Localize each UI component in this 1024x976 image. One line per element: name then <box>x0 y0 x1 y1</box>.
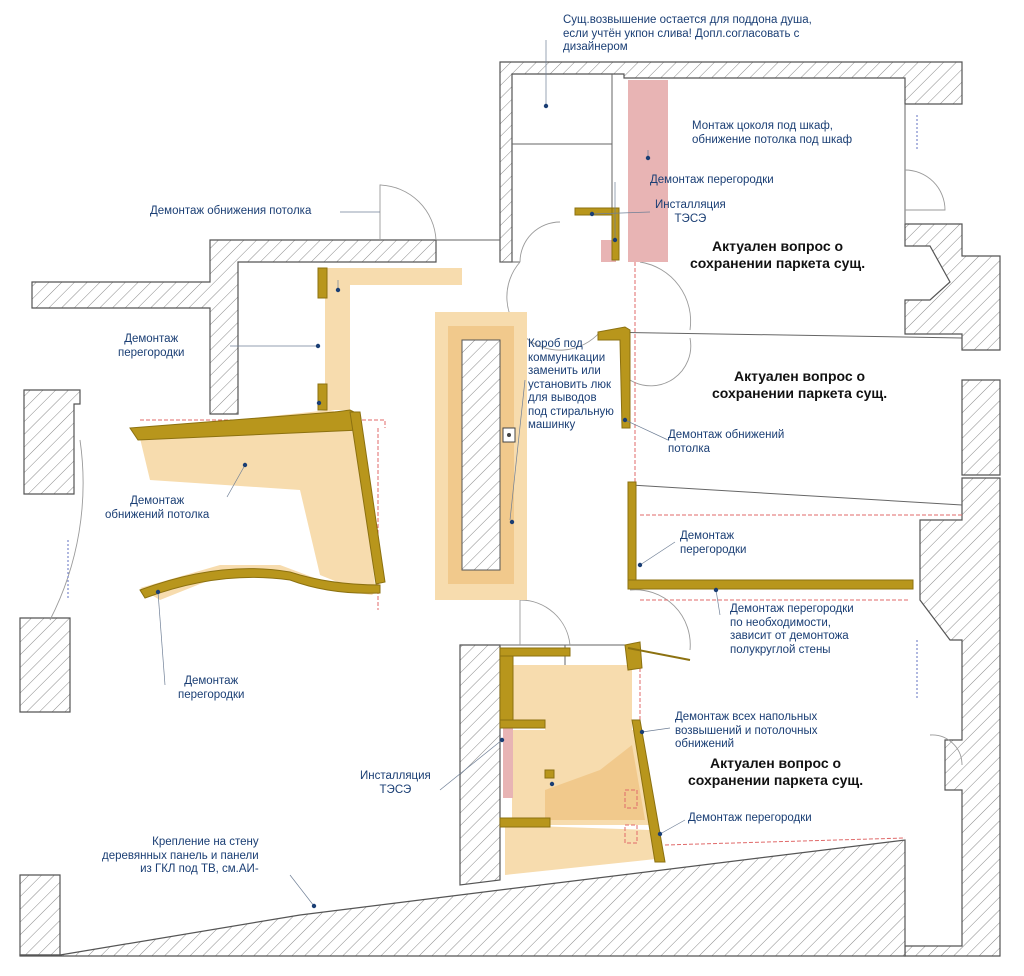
ceiling-lowering-zones <box>138 80 668 875</box>
parquet-question-room-1: Актуален вопрос о сохранении паркета сущ… <box>690 238 866 271</box>
parquet-question-room-2: Актуален вопрос о сохранении паркета сущ… <box>712 368 888 401</box>
note-tese-install-bottom: Инсталляция ТЭСЭ <box>360 770 431 796</box>
note-partition-demolition-top: Демонтаж перегородки <box>650 174 774 186</box>
note-floor-risers-all: Демонтаж всех напольных возвышений и пот… <box>675 711 818 750</box>
note-tese-install-top: Инсталляция ТЭСЭ <box>655 199 726 225</box>
note-ceiling-lowerings-left: Демонтаж обнижений потолка <box>105 495 210 521</box>
note-partition-demolition-curve: Демонтаж перегородки <box>178 675 245 701</box>
note-partition-if-needed: Демонтаж перегородки по необходимости, з… <box>730 603 854 656</box>
note-plinth-cabinet: Монтаж цоколя под шкаф, обнижение потолк… <box>692 120 853 146</box>
note-partition-demolition-left: Демонтаж перегородки <box>118 333 185 359</box>
note-partition-demolition-bottom: Демонтаж перегородки <box>688 812 812 824</box>
note-wall-panels: Крепление на стену деревянных панель и п… <box>102 836 259 875</box>
fixtures <box>67 115 918 700</box>
annotation-leaders <box>155 40 721 909</box>
note-ceiling-lowerings-right: Демонтаж обнижений потолка <box>668 429 785 455</box>
note-partition-demolition-right: Демонтаж перегородки <box>680 530 747 556</box>
note-shower-riser: Сущ.возвышение остается для поддона душа… <box>563 14 812 53</box>
existing-outlines <box>140 262 962 846</box>
demolished-partitions <box>129 207 914 863</box>
door-swings <box>49 169 963 766</box>
parquet-question-room-3: Актуален вопрос о сохранении паркета сущ… <box>688 755 864 788</box>
note-ceiling-lowering-demolition: Демонтаж обнижения потолка <box>150 205 312 217</box>
note-duct-box: Короб под коммуникации заменить или уста… <box>528 338 614 431</box>
